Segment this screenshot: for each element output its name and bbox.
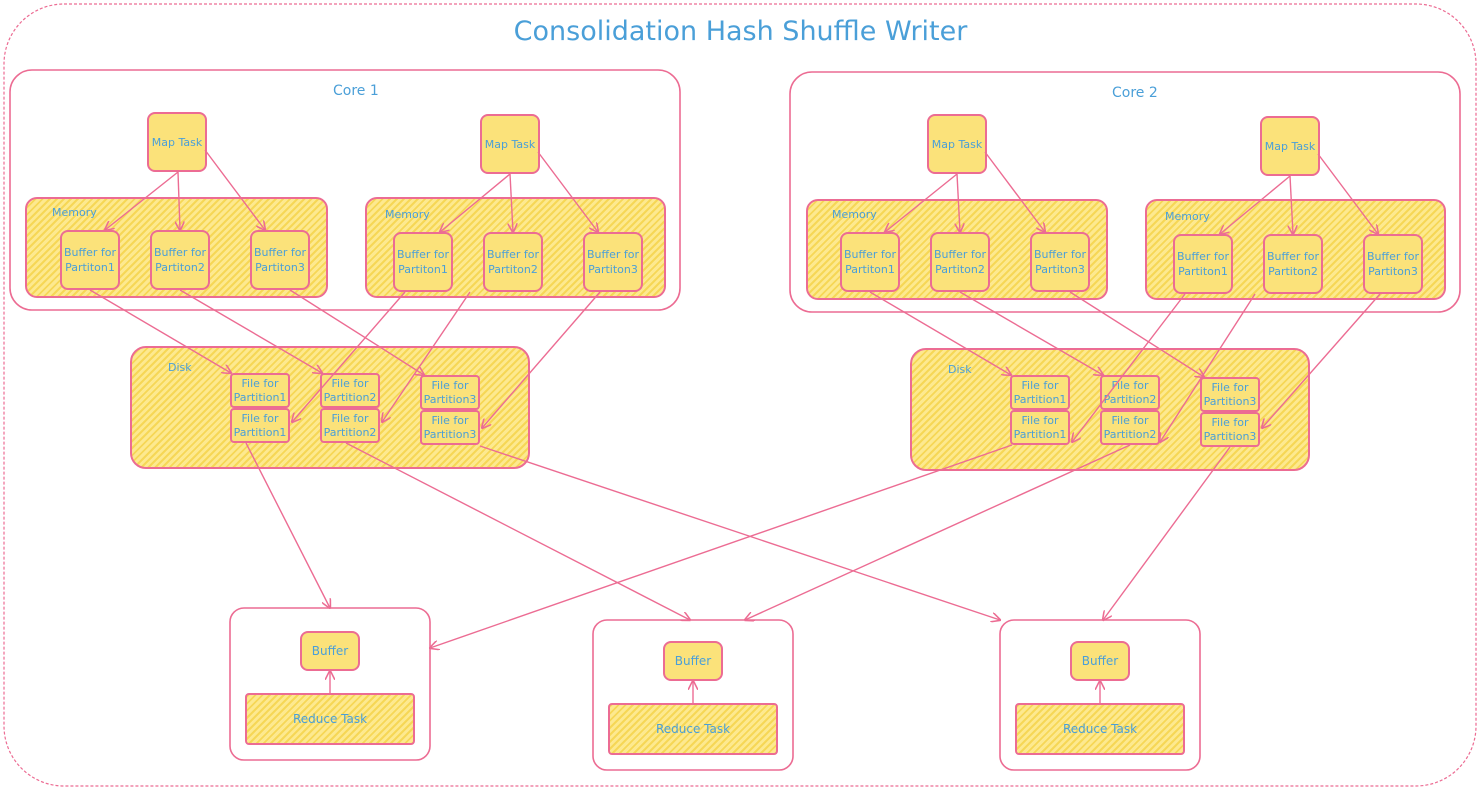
buffer-label: Buffer for Partiton1	[1176, 250, 1229, 278]
file-partition2: File for Partition2	[320, 373, 380, 408]
file-partition3: File for Partition3	[1200, 412, 1260, 447]
buffer-partition3: Buffer for Partiton3	[583, 232, 643, 292]
diagram-title: Consolidation Hash Shuffle Writer	[513, 16, 968, 47]
reduce-buffer: Buffer	[1070, 641, 1130, 681]
reduce-buffer-label: Buffer	[1081, 653, 1119, 668]
file-label: File for Partition2	[1103, 413, 1157, 441]
reduce-buffer: Buffer	[663, 641, 723, 681]
map-task-label: Map Task	[151, 135, 203, 149]
map-task: Map Task	[480, 114, 540, 174]
buffer-label: Buffer for Partiton3	[253, 246, 306, 274]
reduce-task: Reduce Task	[1015, 703, 1185, 755]
file-partition3: File for Partition3	[1200, 377, 1260, 412]
buffer-partition2: Buffer for Partiton2	[1263, 234, 1323, 294]
file-label: File for Partition1	[1013, 378, 1067, 406]
file-label: File for Partition1	[1013, 413, 1067, 441]
buffer-partition2: Buffer for Partiton2	[150, 230, 210, 290]
memory-label: Memory	[385, 208, 430, 221]
file-label: File for Partition2	[323, 411, 377, 439]
file-label: File for Partition3	[1203, 415, 1257, 443]
disk-label: Disk	[168, 361, 192, 374]
buffer-partition3: Buffer for Partiton3	[1030, 232, 1090, 292]
buffer-partition2: Buffer for Partiton2	[483, 232, 543, 292]
reduce-buffer-label: Buffer	[674, 653, 712, 668]
memory-label: Memory	[1165, 210, 1210, 223]
map-task-label: Map Task	[931, 137, 983, 151]
file-label: File for Partition1	[233, 376, 287, 404]
file-label: File for Partition1	[233, 411, 287, 439]
map-task: Map Task	[1260, 116, 1320, 176]
buffer-label: Buffer for Partiton3	[1366, 250, 1419, 278]
buffer-label: Buffer for Partiton1	[843, 248, 896, 276]
file-partition1: File for Partition1	[230, 408, 290, 443]
outer-frame	[3, 3, 1477, 787]
file-partition3: File for Partition3	[420, 375, 480, 410]
file-label: File for Partition3	[423, 378, 477, 406]
map-task: Map Task	[147, 112, 207, 172]
map-task: Map Task	[927, 114, 987, 174]
file-label: File for Partition3	[1203, 380, 1257, 408]
file-label: File for Partition2	[323, 376, 377, 404]
file-partition2: File for Partition2	[320, 408, 380, 443]
reduce-task-label: Reduce Task	[1062, 721, 1138, 736]
buffer-partition1: Buffer for Partiton1	[393, 232, 453, 292]
buffer-partition1: Buffer for Partiton1	[60, 230, 120, 290]
disk-label: Disk	[948, 363, 972, 376]
map-task-label: Map Task	[484, 137, 536, 151]
map-task-label: Map Task	[1264, 139, 1316, 153]
file-partition3: File for Partition3	[420, 410, 480, 445]
file-label: File for Partition3	[423, 413, 477, 441]
file-partition1: File for Partition1	[1010, 375, 1070, 410]
reduce-buffer: Buffer	[300, 631, 360, 671]
buffer-partition2: Buffer for Partiton2	[930, 232, 990, 292]
buffer-partition1: Buffer for Partiton1	[1173, 234, 1233, 294]
core2-label: Core 2	[1112, 85, 1158, 101]
file-label: File for Partition2	[1103, 378, 1157, 406]
buffer-partition1: Buffer for Partiton1	[840, 232, 900, 292]
buffer-label: Buffer for Partiton2	[1266, 250, 1319, 278]
buffer-label: Buffer for Partiton1	[396, 248, 449, 276]
buffer-label: Buffer for Partiton3	[1033, 248, 1086, 276]
buffer-label: Buffer for Partiton1	[63, 246, 116, 274]
memory-label: Memory	[832, 208, 877, 221]
file-partition2: File for Partition2	[1100, 410, 1160, 445]
buffer-partition3: Buffer for Partiton3	[250, 230, 310, 290]
core1-label: Core 1	[333, 83, 379, 99]
memory-label: Memory	[52, 206, 97, 219]
file-partition1: File for Partition1	[230, 373, 290, 408]
reduce-task-label: Reduce Task	[655, 721, 731, 736]
buffer-label: Buffer for Partiton2	[153, 246, 206, 274]
reduce-task: Reduce Task	[608, 703, 778, 755]
buffer-partition3: Buffer for Partiton3	[1363, 234, 1423, 294]
file-partition2: File for Partition2	[1100, 375, 1160, 410]
buffer-label: Buffer for Partiton2	[933, 248, 986, 276]
file-partition1: File for Partition1	[1010, 410, 1070, 445]
reduce-task: Reduce Task	[245, 693, 415, 745]
buffer-label: Buffer for Partiton2	[486, 248, 539, 276]
buffer-label: Buffer for Partiton3	[586, 248, 639, 276]
reduce-buffer-label: Buffer	[311, 643, 349, 658]
reduce-task-label: Reduce Task	[292, 711, 368, 726]
